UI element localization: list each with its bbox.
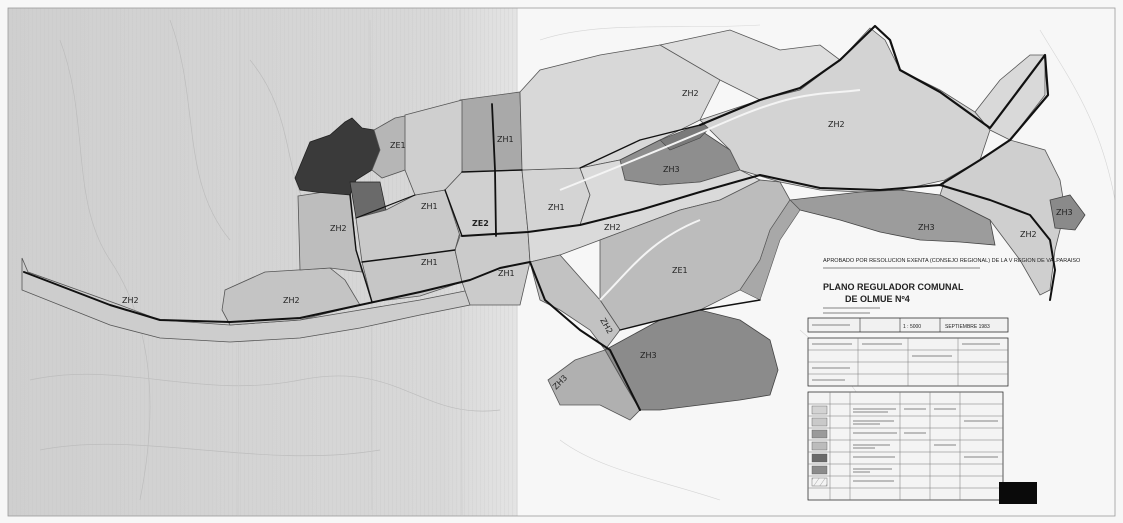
zone-zh3-far-east	[1049, 194, 1086, 231]
zone-label-ze2: ZE2	[472, 219, 489, 228]
date-scale-box	[807, 317, 1009, 333]
zone-label-zh2-center: ZH2	[604, 223, 621, 232]
header-note: APROBADO POR RESOLUCION EXENTA (CONSEJO …	[823, 258, 1081, 264]
legend-illegible-text	[853, 408, 998, 482]
zone-label-zh2-west: ZH2	[330, 224, 347, 233]
zone-zh2-far-northeast	[974, 54, 1046, 141]
river-channels	[559, 89, 861, 301]
legend-swatch-zone7	[811, 477, 828, 487]
zone-zh1-center2	[454, 231, 531, 306]
legend-swatch-zh3	[811, 429, 828, 439]
title-block: APROBADO POR RESOLUCION EXENTA (CONSEJO …	[807, 258, 1081, 501]
topography-lines	[29, 9, 501, 516]
legend-swatch-ze2	[811, 453, 828, 463]
zone-label-zh3-far-east: ZH3	[1056, 208, 1073, 217]
zone-label-zh3-north: ZH3	[663, 165, 680, 174]
zone-label-zh1-west: ZH1	[498, 269, 515, 278]
zone-label-zh2-northeast: ZH2	[1020, 230, 1037, 239]
black-redaction-box	[999, 482, 1037, 504]
legend-swatch-zh1	[811, 417, 828, 427]
zone-zh2-north	[519, 41, 721, 171]
zone-label-zh1-center: ZH1	[421, 202, 438, 211]
date-label: SEPTIEMBRE 1983	[945, 324, 990, 330]
zone-label-zh1-south: ZH1	[421, 258, 438, 267]
approval-illegible-text	[812, 267, 1000, 381]
zone-ze1-east-fringe	[739, 199, 801, 301]
legend-swatch-ze1	[811, 441, 828, 451]
sheet-border	[7, 7, 1116, 517]
zone-label-zh2-corridor: ZH2	[122, 296, 139, 305]
legend-table	[807, 391, 1004, 501]
zone-label-ze1-north: ZE1	[390, 141, 406, 150]
scale-label: 1 : 5000	[903, 324, 921, 330]
zone-zh1-north	[459, 91, 523, 173]
zone-label-zh3-south: ZH3	[640, 351, 657, 360]
legend-swatch-zone6	[811, 465, 828, 475]
zone-label-ze1-east: ZE1	[672, 266, 688, 275]
zone-label-zh1-north: ZH1	[497, 135, 514, 144]
zone-label-zh2-east: ZH2	[828, 120, 845, 129]
zone-label-zh2-north: ZH2	[682, 89, 699, 98]
legend-swatch-zh2	[811, 405, 828, 415]
main-roads	[23, 24, 1056, 411]
zone-zh1-east	[521, 167, 591, 233]
zone-label-zh3-east: ZH3	[918, 223, 935, 232]
plan-title-line2: DE OLMUE Nº4	[845, 294, 910, 304]
zone-label-zh2-southwest: ZH2	[283, 296, 300, 305]
zone-label-zh1-east: ZH1	[548, 203, 565, 212]
plan-title-line1: PLANO REGULADOR COMUNAL	[823, 282, 964, 292]
